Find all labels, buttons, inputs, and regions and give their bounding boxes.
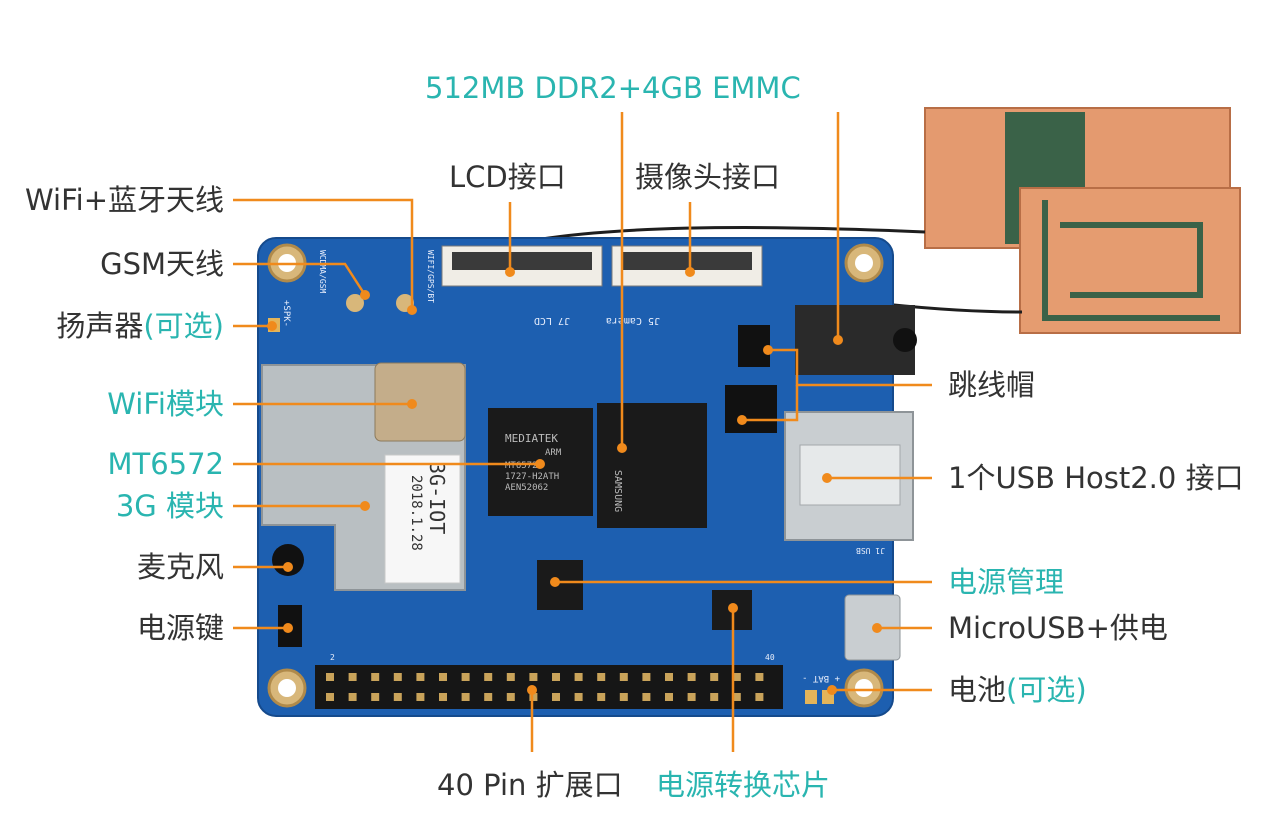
label-pin-header: 40 Pin 扩展口 bbox=[437, 768, 623, 802]
header-pin bbox=[371, 673, 380, 681]
label-camera: 摄像头接口 bbox=[635, 160, 781, 194]
header-pin bbox=[416, 673, 425, 681]
header-pin bbox=[732, 693, 741, 701]
label-memory: 512MB DDR2+4GB EMMC bbox=[425, 71, 801, 105]
pin-header bbox=[315, 665, 783, 709]
header-pin bbox=[755, 673, 764, 681]
header-pin bbox=[461, 693, 470, 701]
pin-grid bbox=[326, 673, 764, 701]
header-pin bbox=[371, 693, 380, 701]
header-pin bbox=[732, 673, 741, 681]
header-pin bbox=[416, 693, 425, 701]
silk-spk: +SPK- bbox=[281, 300, 291, 327]
header-pin bbox=[619, 673, 628, 681]
power-mgmt-chip bbox=[537, 560, 583, 610]
header-pin bbox=[665, 693, 673, 701]
header-pin bbox=[552, 673, 560, 681]
soc-line2: ARM bbox=[545, 448, 562, 458]
silk-wcdma: WCDMA/GSM bbox=[318, 250, 327, 294]
header-pin bbox=[439, 693, 447, 701]
label-speaker: 扬声器(可选) bbox=[56, 309, 224, 343]
label-micro-usb: MicroUSB+供电 bbox=[948, 611, 1168, 645]
header-pin bbox=[484, 693, 493, 701]
header-pin bbox=[574, 693, 583, 701]
header-pin bbox=[710, 693, 719, 701]
silk-pin2: 2 bbox=[330, 653, 335, 662]
silk-wifi: WIFI/GPS/BT bbox=[426, 250, 435, 303]
mem-brand: SAMSUNG bbox=[612, 470, 623, 512]
header-pin bbox=[348, 673, 357, 681]
header-pin bbox=[597, 673, 606, 681]
header-pin bbox=[687, 673, 696, 681]
header-pin bbox=[597, 693, 606, 701]
header-pin bbox=[393, 693, 402, 701]
header-pin bbox=[326, 673, 334, 681]
label-power-chip: 电源转换芯片 bbox=[656, 768, 831, 802]
header-pin bbox=[348, 693, 357, 701]
header-pin bbox=[574, 673, 583, 681]
label-microphone: 麦克风 bbox=[136, 550, 224, 584]
label-wifi-module: WiFi模块 bbox=[107, 387, 224, 421]
label-battery-optional: (可选) bbox=[1006, 673, 1087, 707]
header-pin bbox=[687, 693, 696, 701]
header-pin bbox=[529, 673, 538, 681]
header-pin bbox=[665, 673, 673, 681]
leader-lines bbox=[233, 112, 932, 752]
label-battery: 电池(可选) bbox=[948, 673, 1087, 707]
header-pin bbox=[755, 693, 764, 701]
silk-bat: + BAT - bbox=[802, 673, 840, 683]
label-jumper: 跳线帽 bbox=[948, 368, 1036, 402]
header-pin bbox=[552, 693, 560, 701]
silk-j7: J7 LCD bbox=[534, 315, 570, 326]
label-lcd: LCD接口 bbox=[449, 160, 566, 194]
memory-chip bbox=[597, 403, 707, 528]
header-pin bbox=[710, 673, 719, 681]
header-pin bbox=[484, 673, 493, 681]
label-wifi-bt-antenna: WiFi+蓝牙天线 bbox=[24, 183, 224, 217]
sticker-name: 3G-IOT bbox=[425, 462, 449, 534]
soc-line5: AEN52062 bbox=[505, 483, 548, 493]
module-sticker bbox=[384, 454, 461, 584]
label-battery-main: 电池 bbox=[948, 673, 1007, 707]
label-power-key: 电源键 bbox=[136, 611, 224, 645]
header-pin bbox=[326, 693, 334, 701]
header-pin bbox=[529, 693, 538, 701]
silk-usb: J1 USB bbox=[856, 546, 885, 555]
label-gsm-antenna: GSM天线 bbox=[100, 247, 224, 281]
silk-pin40: 40 bbox=[765, 653, 775, 662]
wifi-module-shield bbox=[374, 362, 466, 442]
soc-line3: MT6572 bbox=[505, 461, 538, 471]
label-speaker-optional: (可选) bbox=[143, 309, 224, 343]
header-pin bbox=[506, 673, 515, 681]
header-pin bbox=[461, 673, 470, 681]
jumper-header bbox=[738, 325, 770, 367]
header-pin bbox=[642, 693, 651, 701]
header-pin bbox=[619, 693, 628, 701]
header-pin bbox=[439, 673, 447, 681]
header-pin bbox=[393, 673, 402, 681]
silk-j5: J5 Camera bbox=[606, 315, 660, 326]
leader-dots bbox=[267, 267, 882, 695]
label-speaker-main: 扬声器 bbox=[56, 309, 144, 343]
label-soc: MT6572 bbox=[107, 447, 224, 481]
soc-line4: 1727-H2ATH bbox=[505, 472, 559, 482]
soc-line1: MEDIATEK bbox=[505, 432, 558, 445]
sticker-date: 2018.1.28 bbox=[408, 475, 424, 551]
header-pin bbox=[642, 673, 651, 681]
header-pin bbox=[506, 693, 515, 701]
label-usb-host: 1个USB Host2.0 接口 bbox=[948, 461, 1244, 495]
label-3g-module: 3G 模块 bbox=[115, 489, 224, 523]
antenna-patch-front bbox=[1019, 187, 1241, 334]
label-power-mgmt: 电源管理 bbox=[948, 565, 1065, 599]
